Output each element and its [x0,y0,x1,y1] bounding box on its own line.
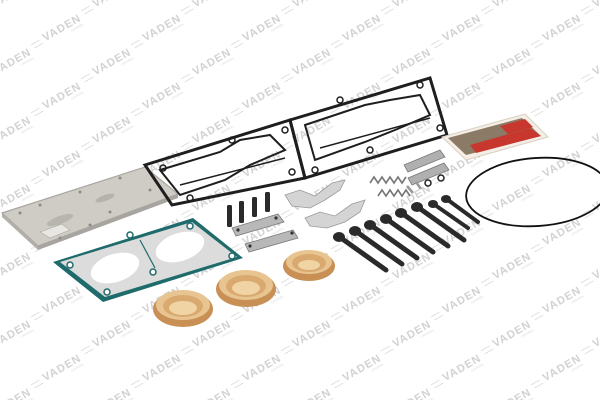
svg-text:ORIGINAL: ORIGINAL [370,22,385,33]
svg-text:ORIGINAL: ORIGINAL [220,396,235,400]
svg-text:ORIGINAL: ORIGINAL [570,158,585,169]
svg-text:ORIGINAL: ORIGINAL [420,56,435,67]
svg-text:ORIGINAL: ORIGINAL [570,22,585,33]
svg-text:ORIGINAL: ORIGINAL [470,158,485,169]
svg-text:ORIGINAL: ORIGINAL [570,90,585,101]
svg-text:ORIGINAL: ORIGINAL [20,396,35,400]
svg-text:ORIGINAL: ORIGINAL [370,362,385,373]
springs [369,149,450,198]
svg-text:ORIGINAL: ORIGINAL [170,22,185,33]
svg-text:ORIGINAL: ORIGINAL [520,192,535,203]
svg-text:VADEN: VADEN [591,0,600,10]
svg-text:ORIGINAL: ORIGINAL [470,362,485,373]
brass-cups [153,250,335,327]
svg-text:ORIGINAL: ORIGINAL [570,362,585,373]
svg-text:ORIGINAL: ORIGINAL [570,226,585,237]
svg-text:ORIGINAL: ORIGINAL [220,192,235,203]
svg-text:ORIGINAL: ORIGINAL [270,158,285,169]
short-bolts [227,192,270,227]
svg-text:ORIGINAL: ORIGINAL [220,124,235,135]
svg-text:ORIGINAL: ORIGINAL [520,396,535,400]
reed-valves [284,179,366,229]
svg-text:ORIGINAL: ORIGINAL [170,158,185,169]
svg-text:ORIGINAL: ORIGINAL [420,124,435,135]
svg-text:ORIGINAL: ORIGINAL [170,90,185,101]
svg-text:ORIGINAL: ORIGINAL [20,328,35,339]
svg-text:ORIGINAL: ORIGINAL [270,294,285,305]
svg-text:ORIGINAL: ORIGINAL [470,294,485,305]
svg-text:ORIGINAL: ORIGINAL [70,90,85,101]
svg-text:ORIGINAL: ORIGINAL [420,396,435,400]
svg-text:ORIGINAL: ORIGINAL [20,260,35,271]
svg-text:ORIGINAL: ORIGINAL [170,362,185,373]
svg-text:ORIGINAL: ORIGINAL [120,124,135,135]
svg-text:ORIGINAL: ORIGINAL [470,90,485,101]
svg-text:ORIGINAL: ORIGINAL [420,260,435,271]
black-gasket-pair [142,76,449,207]
svg-text:ORIGINAL: ORIGINAL [20,56,35,67]
svg-text:ORIGINAL: ORIGINAL [120,328,135,339]
svg-text:ORIGINAL: ORIGINAL [370,158,385,169]
svg-text:ORIGINAL: ORIGINAL [120,56,135,67]
svg-text:ORIGINAL: ORIGINAL [420,192,435,203]
svg-text:ORIGINAL: ORIGINAL [20,124,35,135]
svg-text:ORIGINAL: ORIGINAL [520,260,535,271]
sealant-packet [441,113,549,161]
svg-text:ORIGINAL: ORIGINAL [270,226,285,237]
svg-text:ORIGINAL: ORIGINAL [270,22,285,33]
retainer-plates [231,213,299,253]
svg-text:ORIGINAL: ORIGINAL [320,124,335,135]
svg-text:ORIGINAL: ORIGINAL [520,56,535,67]
svg-text:ORIGINAL: ORIGINAL [220,328,235,339]
svg-text:ORIGINAL: ORIGINAL [320,328,335,339]
svg-text:ORIGINAL: ORIGINAL [70,22,85,33]
svg-text:ORIGINAL: ORIGINAL [320,56,335,67]
svg-text:ORIGINAL: ORIGINAL [70,294,85,305]
svg-text:ORIGINAL: ORIGINAL [270,90,285,101]
svg-text:ORIGINAL: ORIGINAL [470,22,485,33]
svg-text:ORIGINAL: ORIGINAL [570,294,585,305]
svg-text:ORIGINAL: ORIGINAL [220,56,235,67]
svg-text:ORIGINAL: ORIGINAL [120,396,135,400]
svg-text:ORIGINAL: ORIGINAL [270,362,285,373]
svg-text:ORIGINAL: ORIGINAL [70,158,85,169]
svg-text:ORIGINAL: ORIGINAL [70,362,85,373]
long-bolts [333,195,480,273]
o-ring [465,156,600,228]
svg-text:ORIGINAL: ORIGINAL [470,226,485,237]
svg-text:ORIGINAL: ORIGINAL [20,192,35,203]
green-gasket [53,218,243,302]
svg-text:ORIGINAL: ORIGINAL [370,294,385,305]
svg-text:ORIGINAL: ORIGINAL [420,328,435,339]
svg-text:ORIGINAL: ORIGINAL [320,396,335,400]
svg-text:ORIGINAL: ORIGINAL [220,260,235,271]
svg-text:ORIGINAL: ORIGINAL [520,328,535,339]
